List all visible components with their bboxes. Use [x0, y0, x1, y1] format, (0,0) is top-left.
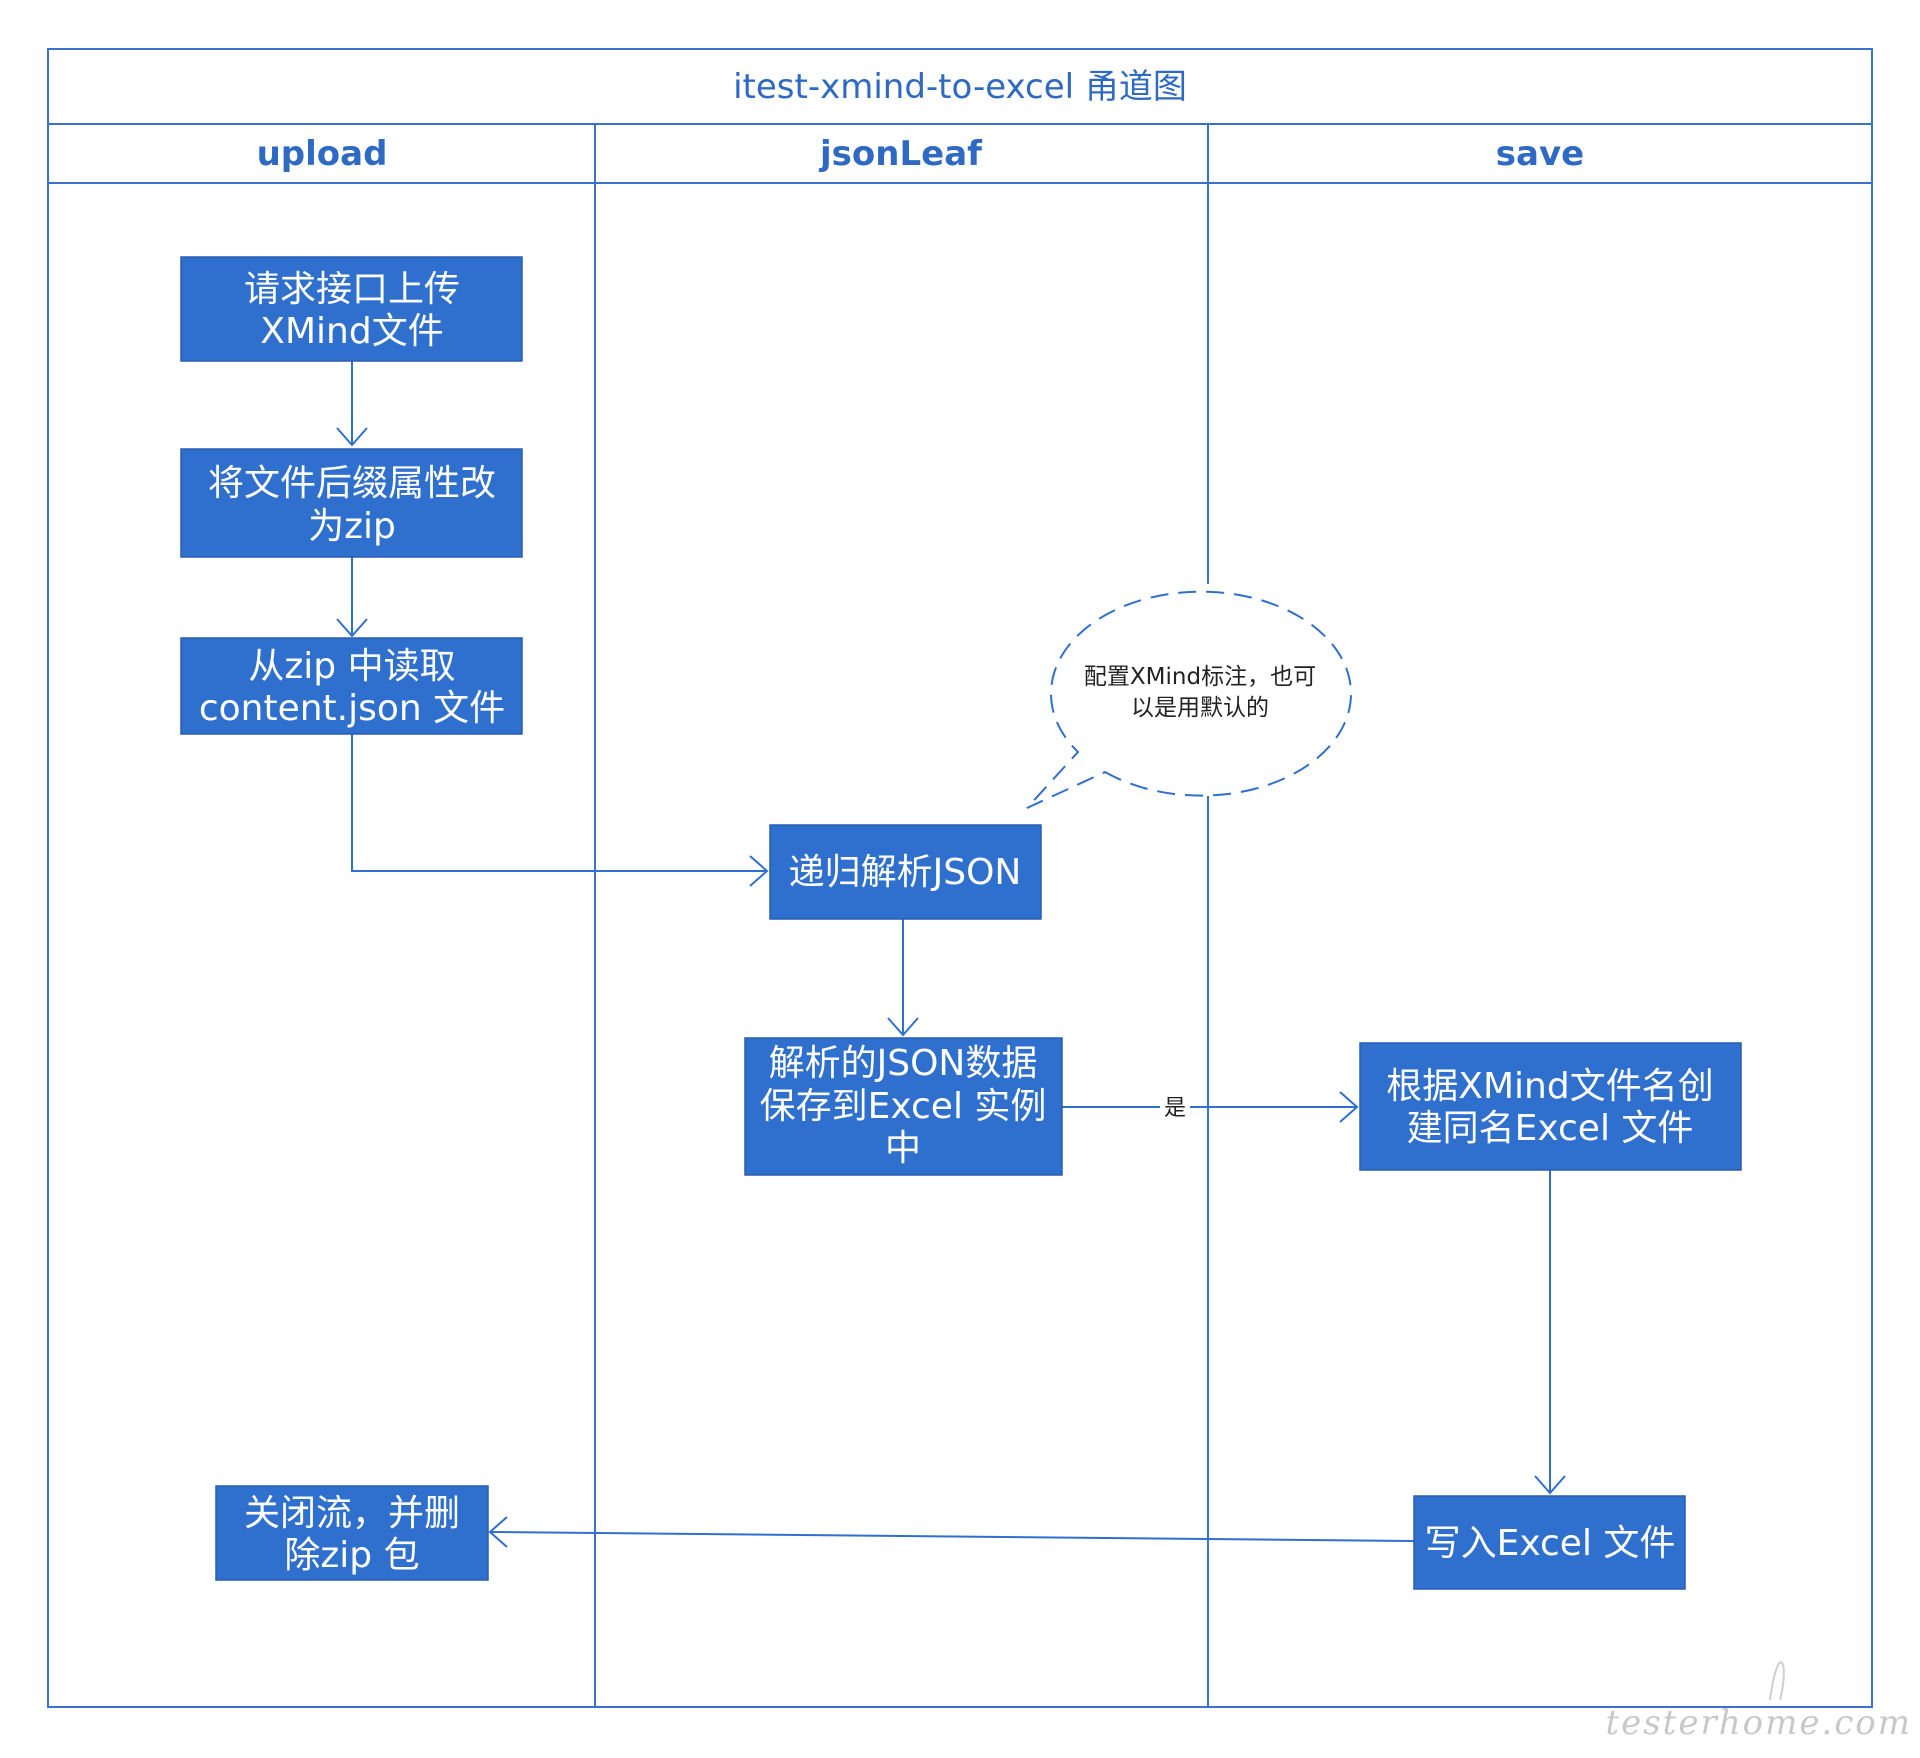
- node-rename-zip-line-2: 为zip: [308, 506, 396, 547]
- node-save-instance: 解析的JSON数据 保存到Excel 实例 中: [744, 1037, 1063, 1176]
- arrowhead-parse: [749, 855, 769, 887]
- edge-read-to-parse: [351, 734, 767, 872]
- watermark: testerhome.com: [1605, 1661, 1912, 1743]
- lane-header-save: save: [1496, 134, 1584, 174]
- edge-write-to-close: [489, 1531, 1415, 1542]
- note-line-1: 配置XMind标注，也可: [1084, 664, 1316, 690]
- diagram-frame: [47, 48, 1873, 1708]
- node-read-content: 从zip 中读取 content.json 文件: [180, 637, 523, 735]
- node-read-content-line-2: content.json 文件: [199, 688, 505, 729]
- lane-header-upload: upload: [257, 134, 388, 174]
- note-line-2: 以是用默认的: [1131, 695, 1269, 721]
- node-save-instance-line-2: 保存到Excel 实例: [760, 1086, 1047, 1127]
- node-write-excel: 写入Excel 文件: [1413, 1495, 1686, 1590]
- node-read-content-line-1: 从zip 中读取: [248, 646, 455, 687]
- node-create-excel-line-2: 建同名Excel 文件: [1407, 1108, 1694, 1149]
- node-close-stream-line-2: 除zip 包: [284, 1535, 419, 1576]
- node-close-stream: 关闭流，并删 除zip 包: [215, 1485, 489, 1581]
- note-callout: 配置XMind标注，也可 以是用默认的: [1026, 590, 1352, 809]
- node-recursive-parse-line-1: 递归解析JSON: [789, 852, 1022, 893]
- node-upload-request-line-1: 请求接口上传: [244, 269, 460, 310]
- node-save-instance-line-3: 中: [885, 1128, 921, 1169]
- arrowhead-close: [488, 1516, 508, 1548]
- note-bubble: [1026, 590, 1352, 809]
- arrowhead-write: [1534, 1475, 1566, 1495]
- node-create-excel-line-1: 根据XMind文件名创: [1386, 1066, 1713, 1107]
- node-rename-zip-line-1: 将文件后缀属性改: [208, 463, 496, 504]
- arrowhead-rename: [336, 427, 368, 447]
- arrowhead-save: [887, 1017, 919, 1037]
- watermark-text: testerhome.com: [1605, 1703, 1912, 1743]
- node-upload-request-line-2: XMind文件: [260, 311, 443, 352]
- edge-label-bg: [1160, 1092, 1190, 1122]
- node-rename-zip: 将文件后缀属性改 为zip: [180, 448, 523, 558]
- diagram-title: itest-xmind-to-excel 甬道图: [733, 67, 1187, 107]
- arrowhead-read: [336, 618, 368, 638]
- edge-label-yes: 是: [1164, 1096, 1186, 1121]
- node-upload-request: 请求接口上传 XMind文件: [180, 256, 523, 362]
- node-recursive-parse: 递归解析JSON: [769, 824, 1042, 920]
- node-save-instance-line-1: 解析的JSON数据: [769, 1043, 1038, 1084]
- node-write-excel-line-1: 写入Excel 文件: [1425, 1523, 1676, 1564]
- lane-header-jsonleaf: jsonLeaf: [818, 134, 983, 174]
- watermark-flourish: [1769, 1661, 1785, 1701]
- node-create-excel: 根据XMind文件名创 建同名Excel 文件: [1359, 1042, 1742, 1171]
- arrowhead-create: [1339, 1091, 1359, 1123]
- node-close-stream-line-1: 关闭流，并删: [244, 1493, 460, 1534]
